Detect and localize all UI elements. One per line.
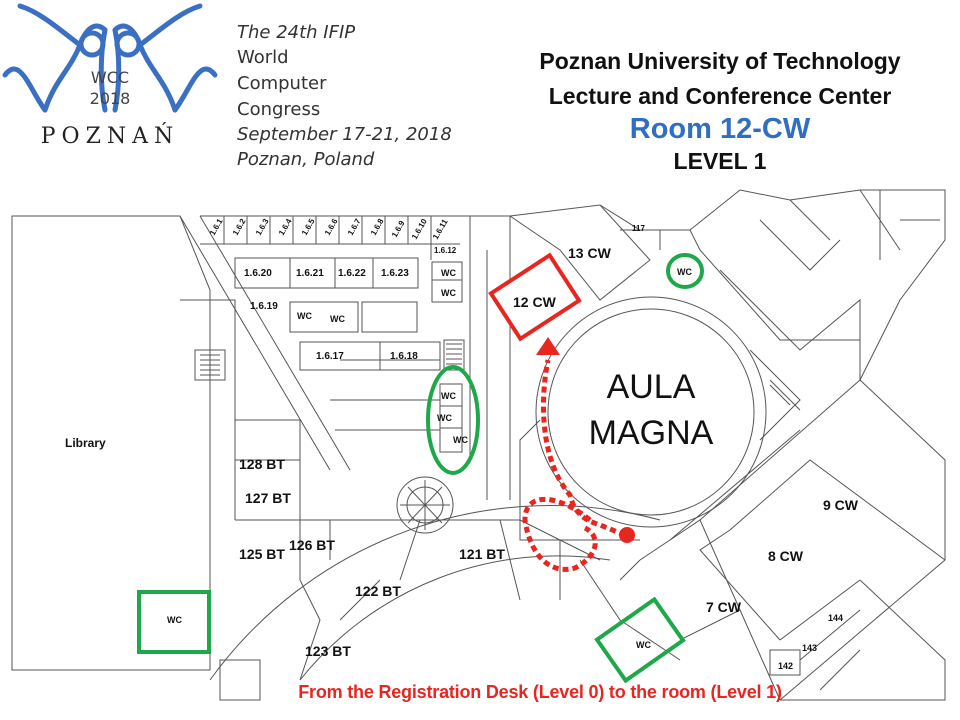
room-123-bt: 123 BT xyxy=(305,643,351,659)
wcc-2018-logo: WCC 2018 POZNAŃ xyxy=(2,3,218,149)
registration-desk-dot xyxy=(619,527,635,543)
room-1-6-8: 1.6.8 xyxy=(369,217,386,237)
room-8-cw: 8 CW xyxy=(768,548,804,564)
wc-label: WC xyxy=(636,640,651,650)
room-121-bt: 121 BT xyxy=(459,546,505,562)
route-path xyxy=(541,359,626,538)
university-title: Poznan University of Technology xyxy=(539,48,901,74)
room-1-6-18: 1.6.18 xyxy=(390,351,418,362)
room-117: 117 xyxy=(632,224,645,233)
room-122-bt: 122 BT xyxy=(355,583,401,599)
wc-marker xyxy=(137,590,211,654)
conference-line-6: Poznan, Poland xyxy=(237,149,375,170)
route-arrow xyxy=(536,337,560,355)
room-1-6-17: 1.6.17 xyxy=(316,351,344,362)
room-128-bt: 128 BT xyxy=(239,456,285,472)
room-12-cw: 12 CW xyxy=(513,294,557,310)
wc-label: WC xyxy=(677,267,692,277)
room-7-cw: 7 CW xyxy=(706,599,742,615)
logo-year: 2018 xyxy=(90,89,131,108)
wc-marker xyxy=(594,596,686,684)
wc-marker xyxy=(666,253,704,289)
wc-marker xyxy=(426,365,480,475)
conference-line-3: Computer xyxy=(237,73,327,94)
conference-line-4: Congress xyxy=(237,99,321,120)
target-room-12-cw xyxy=(488,252,582,342)
aula-magna-label-2: MAGNA xyxy=(589,414,714,452)
room-143: 143 xyxy=(802,643,817,653)
library-label: Library xyxy=(65,436,106,450)
room-142: 142 xyxy=(778,661,793,671)
room-13-cw: 13 CW xyxy=(568,245,612,261)
room-1-6-4: 1.6.4 xyxy=(277,217,294,237)
room-1-6-11: 1.6.11 xyxy=(431,217,450,241)
aula-magna-label-1: AULA xyxy=(607,368,696,406)
wc-label: WC xyxy=(441,288,456,298)
room-1-6-22: 1.6.22 xyxy=(338,268,366,279)
logo-wcc: WCC xyxy=(91,68,129,87)
wc-label: WC xyxy=(453,435,468,445)
wc-label: WC xyxy=(441,268,456,278)
room-1-6-23: 1.6.23 xyxy=(381,268,409,279)
room-1-6-3: 1.6.3 xyxy=(254,217,271,237)
wc-label: WC xyxy=(437,413,452,423)
wc-label: WC xyxy=(167,615,182,625)
room-126-bt: 126 BT xyxy=(289,537,335,553)
wc-label: WC xyxy=(441,391,456,401)
level-title: LEVEL 1 xyxy=(673,148,767,174)
room-1-6-7: 1.6.7 xyxy=(346,217,363,237)
room-title: Room 12-CW xyxy=(629,113,811,145)
wc-label: WC xyxy=(297,311,312,321)
conference-line-1: The 24th IFIP xyxy=(237,22,356,43)
conference-line-2: World xyxy=(237,47,289,68)
room-1-6-9: 1.6.9 xyxy=(390,219,407,239)
room-1-6-5: 1.6.5 xyxy=(300,217,317,237)
route-path xyxy=(522,496,598,572)
room-1-6-6: 1.6.6 xyxy=(323,217,340,237)
conference-line-5: September 17-21, 2018 xyxy=(237,124,452,145)
room-1-6-2: 1.6.2 xyxy=(231,217,248,237)
route-caption: From the Registration Desk (Level 0) to … xyxy=(298,682,782,702)
room-1-6-21: 1.6.21 xyxy=(296,268,324,279)
room-127-bt: 127 BT xyxy=(245,490,291,506)
room-144: 144 xyxy=(828,613,843,623)
room-1-6-19: 1.6.19 xyxy=(250,301,278,312)
center-title: Lecture and Conference Center xyxy=(548,83,892,109)
room-1-6-1: 1.6.1 xyxy=(208,217,225,237)
room-125-bt: 125 BT xyxy=(239,546,285,562)
room-1-6-10: 1.6.10 xyxy=(410,217,429,241)
floor-plan: 1.6.1 1.6.2 1.6.3 1.6.4 1.6.5 1.6.6 1.6.… xyxy=(11,189,946,701)
logo-city: POZNAŃ xyxy=(41,122,180,149)
wc-label: WC xyxy=(330,314,345,324)
room-9-cw: 9 CW xyxy=(823,497,859,513)
room-1-6-20: 1.6.20 xyxy=(244,268,272,279)
room-1-6-12: 1.6.12 xyxy=(434,246,457,255)
